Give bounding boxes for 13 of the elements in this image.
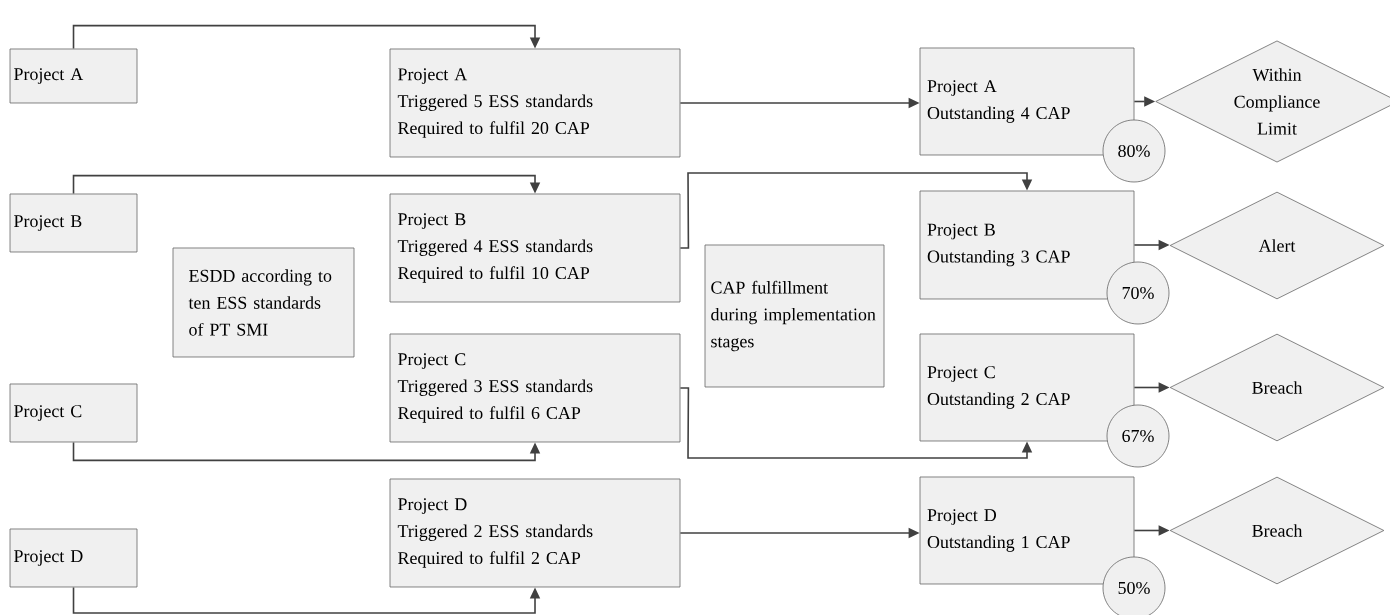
arrow bbox=[72, 174, 541, 195]
process-box: Project B Triggered 4 ESS standards Required to fulfil 10 CAP bbox=[389, 193, 681, 303]
process-box: Project A bbox=[9, 48, 138, 104]
process-box: Project C bbox=[9, 383, 138, 443]
process-box: Project D Triggered 2 ESS standards Required to fulfil 2 CAP bbox=[389, 478, 681, 588]
process-box: Project D bbox=[9, 528, 138, 588]
process-box: ESDD according to ten ESS standards of PT SMI bbox=[172, 247, 355, 358]
arrow bbox=[679, 172, 1033, 249]
arrow bbox=[72, 24, 541, 50]
process-box: Project B bbox=[9, 193, 138, 253]
process-box: Project A Triggered 5 ESS standards Required to fulfil 20 CAP bbox=[389, 48, 681, 158]
process-box: Project C Triggered 3 ESS standards Required to fulfil 6 CAP bbox=[389, 333, 681, 443]
process-box: CAP fulfillment during implementation stages bbox=[704, 244, 885, 388]
